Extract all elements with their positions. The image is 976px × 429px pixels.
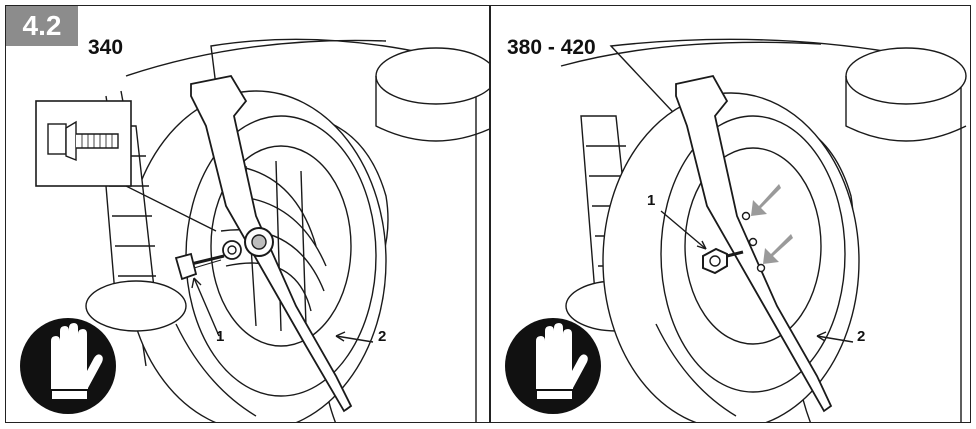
arrow-icon	[751, 184, 781, 216]
panel-model-340: 4.2 340 1 2	[5, 5, 490, 423]
mower-blade-illustration	[20, 38, 489, 422]
step-number-badge: 4.2	[6, 6, 78, 46]
glove-icon	[505, 318, 601, 414]
callout-label: 1	[216, 328, 225, 345]
callout-label: 1	[647, 192, 656, 209]
callout-label: 2	[857, 328, 866, 345]
model-label: 380 - 420	[507, 36, 596, 59]
arrow-icon	[763, 234, 793, 264]
panel-model-380-420: 380 - 420 1 2	[490, 5, 971, 423]
mower-blade-illustration	[505, 38, 967, 422]
glove-icon	[20, 318, 116, 414]
model-label: 340	[88, 36, 124, 59]
callout-label: 2	[378, 328, 387, 345]
